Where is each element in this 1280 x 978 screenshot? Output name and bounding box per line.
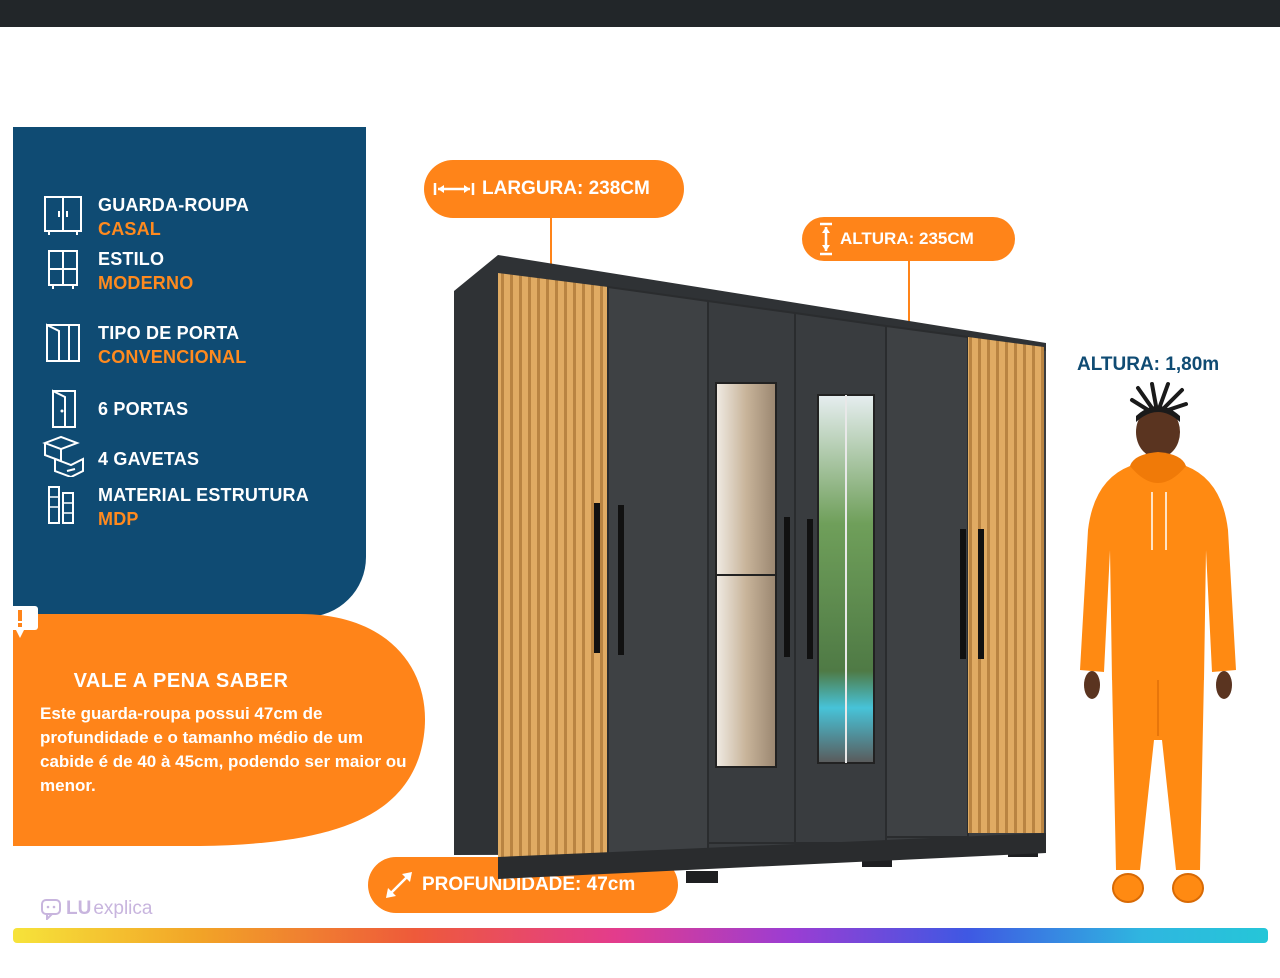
info-callout: VALE A PENA SABER Este guarda-roupa poss… [0, 604, 440, 854]
feature-label: MATERIAL ESTRUTURA [98, 485, 309, 505]
depth-arrow-icon [386, 872, 412, 898]
alert-icon [2, 606, 38, 638]
width-leader-line [550, 218, 552, 278]
cabinet-icon [48, 250, 78, 289]
feature-drawers: 4 GAVETAS [13, 433, 366, 493]
feature-value: MODERNO [98, 273, 194, 293]
logo-prefix: LU [66, 898, 92, 919]
wardrobe-icon [44, 196, 82, 235]
feature-doors: 6 PORTAS [13, 387, 366, 447]
lu-explica-logo: LU explica [40, 898, 152, 920]
drawers-icon [42, 435, 84, 477]
feature-value: CASAL [98, 219, 161, 239]
logo-suffix: explica [93, 898, 153, 919]
feature-label: TIPO DE PORTA [98, 323, 240, 343]
width-label: LARGURA: 238CM [482, 178, 650, 199]
feature-door-type: TIPO DE PORTA CONVENCIONAL [13, 321, 366, 381]
feature-value: CONVENCIONAL [98, 347, 247, 367]
features-panel: GUARDA-ROUPA CASAL ESTILO MODERNO TIPO DE … [13, 127, 366, 617]
chat-bubble-icon [41, 899, 61, 920]
callout-shape [13, 614, 425, 846]
feature-label: 4 GAVETAS [98, 449, 200, 469]
width-pill: LARGURA: 238CM [424, 160, 684, 218]
door-type-icon [46, 323, 80, 362]
top-bar [0, 0, 1280, 27]
callout-body: Este guarda-roupa possui 47cm de profund… [40, 704, 407, 795]
callout-title: VALE A PENA SABER [73, 670, 289, 692]
depth-label: PROFUNDIDADE: 47cm [422, 874, 636, 895]
feature-wardrobe-type: GUARDA-ROUPA CASAL [13, 193, 366, 253]
feature-material: MATERIAL ESTRUTURA MDP [13, 483, 366, 543]
person-height-label: ALTURA: 1,80m [1077, 354, 1220, 375]
feature-value: MDP [98, 509, 139, 529]
feature-label: 6 PORTAS [98, 399, 189, 419]
rainbow-bar [13, 928, 1268, 943]
height-label: ALTURA: 235CM [840, 229, 974, 248]
wardrobe-illustration [454, 255, 1046, 883]
height-pill: ALTURA: 235CM [802, 217, 1015, 261]
door-icon [52, 389, 76, 428]
feature-label: ESTILO [98, 249, 165, 269]
height-leader-line [908, 261, 910, 325]
person-illustration [1080, 382, 1236, 903]
material-icon [48, 486, 74, 524]
feature-style: ESTILO MODERNO [13, 247, 366, 307]
height-arrow-icon [820, 222, 832, 256]
width-arrow-icon [433, 183, 475, 195]
feature-label: GUARDA-ROUPA [98, 195, 250, 215]
